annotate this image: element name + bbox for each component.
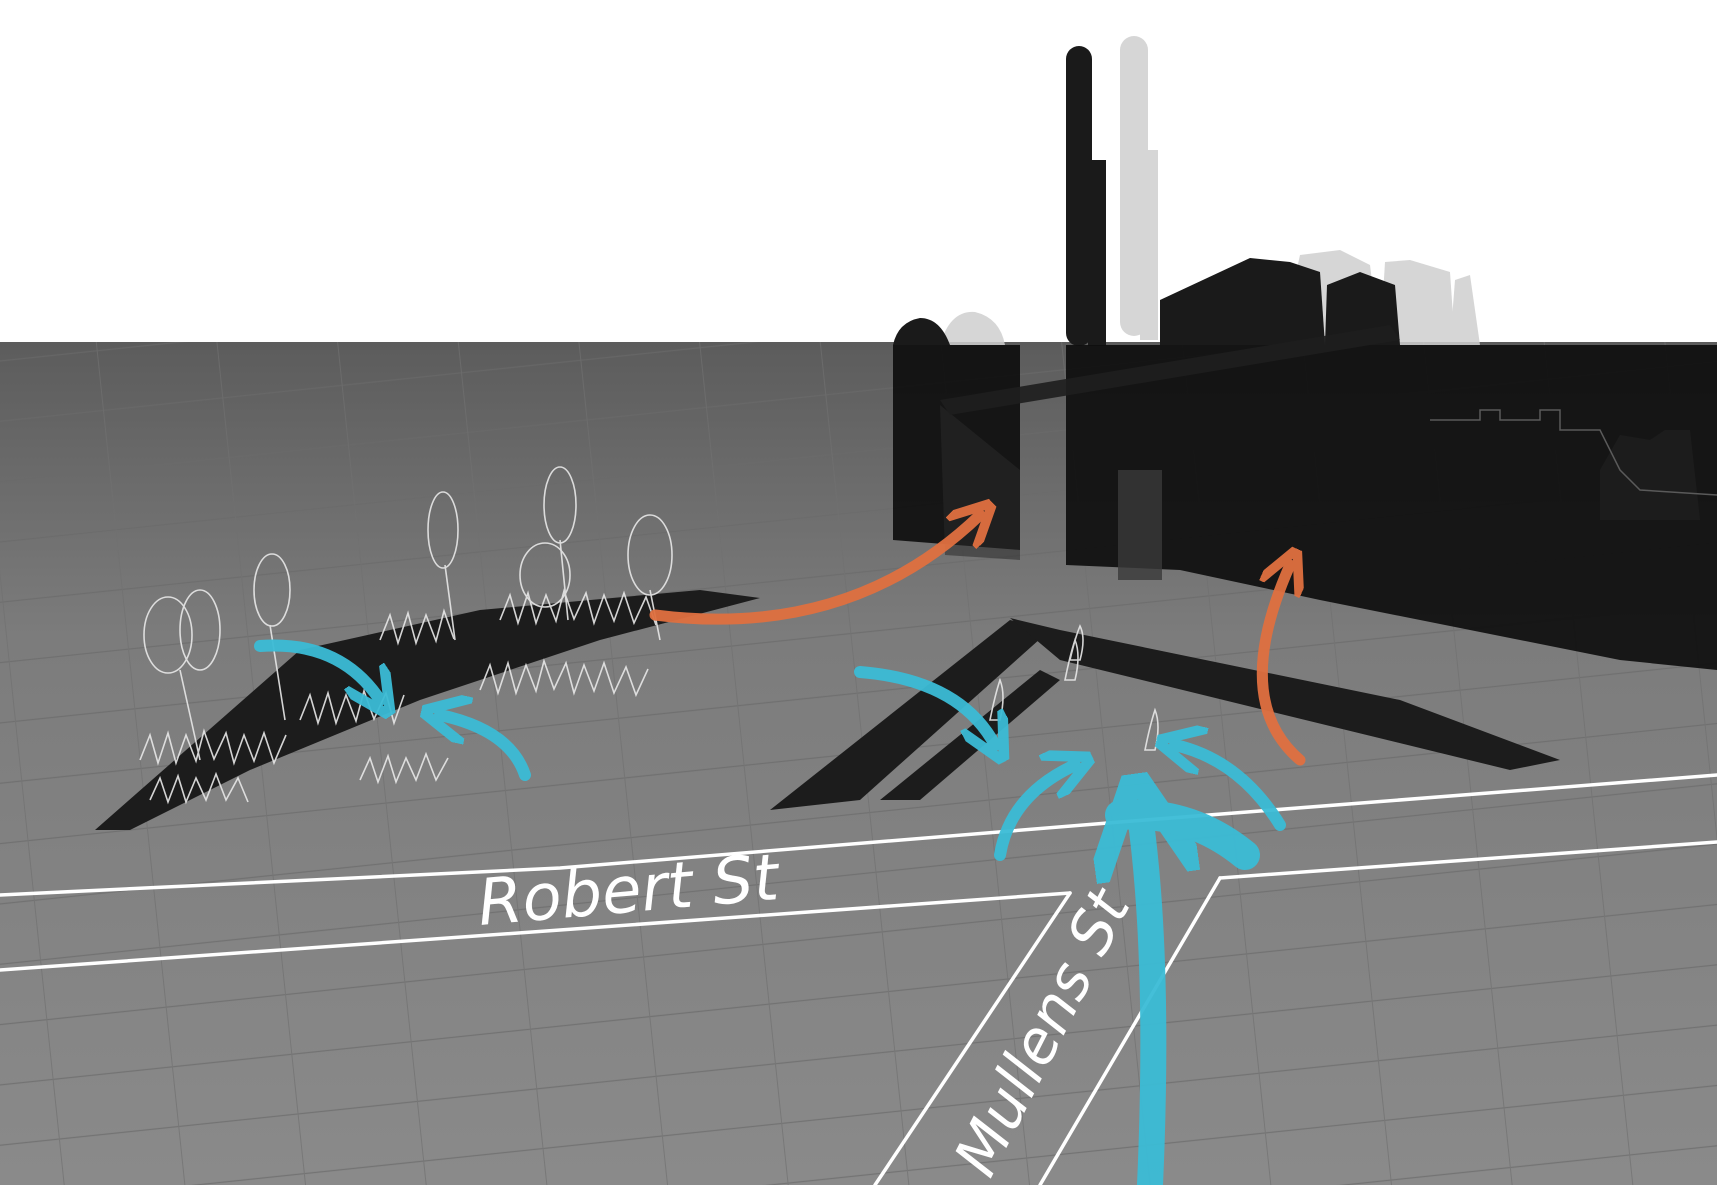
flow-arrow-main xyxy=(1140,815,1153,1185)
